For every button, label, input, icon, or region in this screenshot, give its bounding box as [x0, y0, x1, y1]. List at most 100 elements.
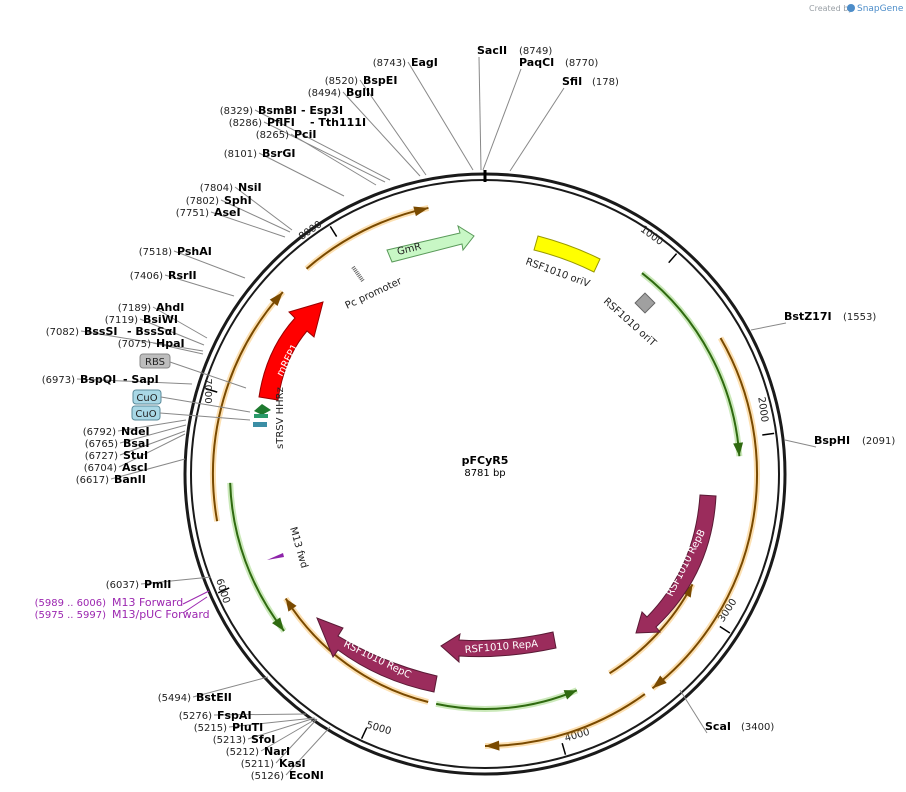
site-asci[interactable]: (6704)AscI — [84, 461, 148, 474]
site-nsii[interactable]: (7804)NsiI — [200, 181, 262, 194]
site-pcii[interactable]: (8265)PciI — [256, 128, 317, 141]
m13-fwd-feature[interactable] — [267, 553, 284, 560]
orange-arc-top-halo — [304, 205, 430, 271]
tick-mark — [561, 742, 567, 755]
site-sfii[interactable]: SfiI(178) — [562, 75, 619, 88]
site-asei[interactable]: (7751)AseI — [176, 206, 241, 219]
repc-feature[interactable] — [316, 617, 438, 693]
orange-arc-left[interactable] — [212, 291, 284, 522]
site-bstz17i[interactable]: BstZ17I(1553) — [784, 310, 876, 323]
site-banii[interactable]: (6617)BanII — [76, 473, 146, 486]
site-bsteii[interactable]: (5494)BstEII — [158, 691, 232, 704]
site-econi[interactable]: (5126) EcoNI — [251, 769, 324, 782]
site-name: SacII — [477, 44, 507, 57]
site-position: (6765) — [85, 439, 118, 450]
site-fspai[interactable]: (5276)FspAI — [179, 709, 252, 722]
site-position: (8520) — [325, 76, 358, 87]
site-leader-bsteii — [192, 676, 269, 698]
cuo-badge-2[interactable]: CuO — [131, 405, 161, 421]
site-bsai[interactable]: (6765)BsaI — [85, 437, 150, 450]
site-sacii[interactable]: SacII (8749) — [477, 44, 552, 57]
site-position: (6727) — [85, 451, 118, 462]
repb-feature[interactable] — [635, 494, 717, 634]
site-ndei[interactable]: (6792)NdeI — [83, 425, 150, 438]
primer-label: M13/pUC Forward — [112, 608, 210, 621]
site-stui[interactable]: (6727)StuI — [85, 449, 148, 462]
site-name: PshAI — [177, 245, 212, 258]
site-position: (6792) — [83, 427, 116, 438]
primer-m13-puc-forward[interactable]: (5975 .. 5997)M13/pUC Forward — [35, 608, 210, 621]
cuo-badge-1[interactable]: CuO — [132, 389, 162, 405]
green-arc-left[interactable] — [229, 482, 285, 632]
oriv-feature[interactable] — [533, 235, 601, 273]
site-bsiwi[interactable]: (7119)BsiWI — [105, 313, 178, 326]
site-leader-bspqi — [76, 378, 193, 385]
primer-labels: (5989 .. 6006)M13 Forward(5975 .. 5997)M… — [35, 596, 210, 621]
site-name: BstZ17I — [784, 310, 832, 323]
site-eagi[interactable]: (8743)EagI — [373, 56, 438, 69]
site-sfoi[interactable]: (5213)SfoI — [213, 733, 276, 746]
site-kasi[interactable]: (5211)KasI — [241, 757, 306, 770]
green-arc-bottom[interactable] — [435, 689, 578, 710]
orange-arc-right[interactable] — [651, 337, 758, 690]
orange-arc-lower-left[interactable] — [284, 598, 429, 703]
site-name: BglII — [346, 86, 374, 99]
site-sphi[interactable]: (7802)SphI — [186, 194, 252, 207]
orit-feature[interactable] — [634, 292, 656, 314]
site-scai[interactable]: ScaI(3400) — [705, 720, 774, 733]
site-bsssi[interactable]: (7082)BssSI- BssSαI — [46, 325, 177, 338]
tick-mark — [217, 587, 230, 594]
orange-arc-left-arrowhead — [269, 291, 283, 306]
site-name: NarI — [264, 745, 290, 758]
site-pluti[interactable]: (5215)PluTI — [194, 721, 264, 734]
site-rsrii[interactable]: (7406)RsrII — [130, 269, 197, 282]
gmr-feature[interactable] — [386, 224, 475, 263]
site-position: (8329) — [220, 106, 253, 117]
cuo-1-leader — [160, 396, 251, 413]
site-position: (8749) — [519, 46, 552, 57]
site-leader-bspei — [359, 79, 427, 176]
feature-arcs — [210, 205, 760, 751]
site-hpai[interactable]: (7075)HpaI — [118, 337, 185, 350]
site-bsmbi[interactable]: (8329)BsmBI- Esp3I — [220, 104, 343, 117]
site-pmli[interactable]: (6037)PmlI — [106, 578, 172, 591]
orange-arc-bottom[interactable] — [484, 693, 646, 747]
site-name: EcoNI — [289, 769, 324, 782]
strsv-hhrz-feature[interactable] — [254, 404, 271, 415]
tick-label: 5000 — [365, 720, 392, 738]
site-bsrgi[interactable]: (8101)BsrGI — [224, 147, 296, 160]
site-name: SphI — [224, 194, 252, 207]
site-nari[interactable]: (5212) NarI — [226, 745, 290, 758]
tick-mark — [205, 387, 218, 393]
site-pflfi[interactable]: (8286)PflFI- Tth111I — [229, 116, 366, 129]
snapgene-logo-icon — [847, 4, 855, 12]
site-leader-pflfi — [263, 121, 386, 183]
mrfp1-feature[interactable] — [258, 301, 324, 401]
site-bglii[interactable]: (8494)BglII — [308, 86, 374, 99]
green-arc-right[interactable] — [641, 272, 741, 457]
repa-feature[interactable] — [440, 631, 557, 664]
site-position: (2091) — [862, 436, 895, 447]
rbs-badge[interactable]: RBS — [139, 353, 171, 369]
site-name-secondary: - Tth111I — [310, 116, 366, 129]
site-paqci[interactable]: PaqCI(8770) — [519, 56, 598, 69]
site-position: (5212) — [226, 747, 259, 758]
orange-arc-top[interactable] — [305, 206, 429, 270]
site-position: (8265) — [256, 130, 289, 141]
site-leader-pluti — [228, 717, 315, 728]
primer-m13-forward[interactable]: (5989 .. 6006)M13 Forward — [35, 596, 184, 609]
site-position: (5126) — [251, 771, 284, 782]
site-bspqi[interactable]: (6973)BspQI- SapI — [42, 373, 159, 386]
pc-promoter-feature[interactable] — [351, 265, 365, 283]
site-position: (5213) — [213, 735, 246, 746]
site-ahdi[interactable]: (7189)AhdI — [118, 301, 185, 314]
site-name: BspHI — [814, 434, 850, 447]
orange-arc-lower-right[interactable] — [609, 583, 694, 675]
m13-puc-forward-leader — [182, 596, 208, 614]
site-pshai[interactable]: (7518)PshAI — [139, 245, 212, 258]
site-bspei[interactable]: (8520)BspEI — [325, 74, 398, 87]
site-bsphi[interactable]: BspHI (2091) — [814, 434, 895, 447]
tick-mark — [668, 253, 678, 264]
